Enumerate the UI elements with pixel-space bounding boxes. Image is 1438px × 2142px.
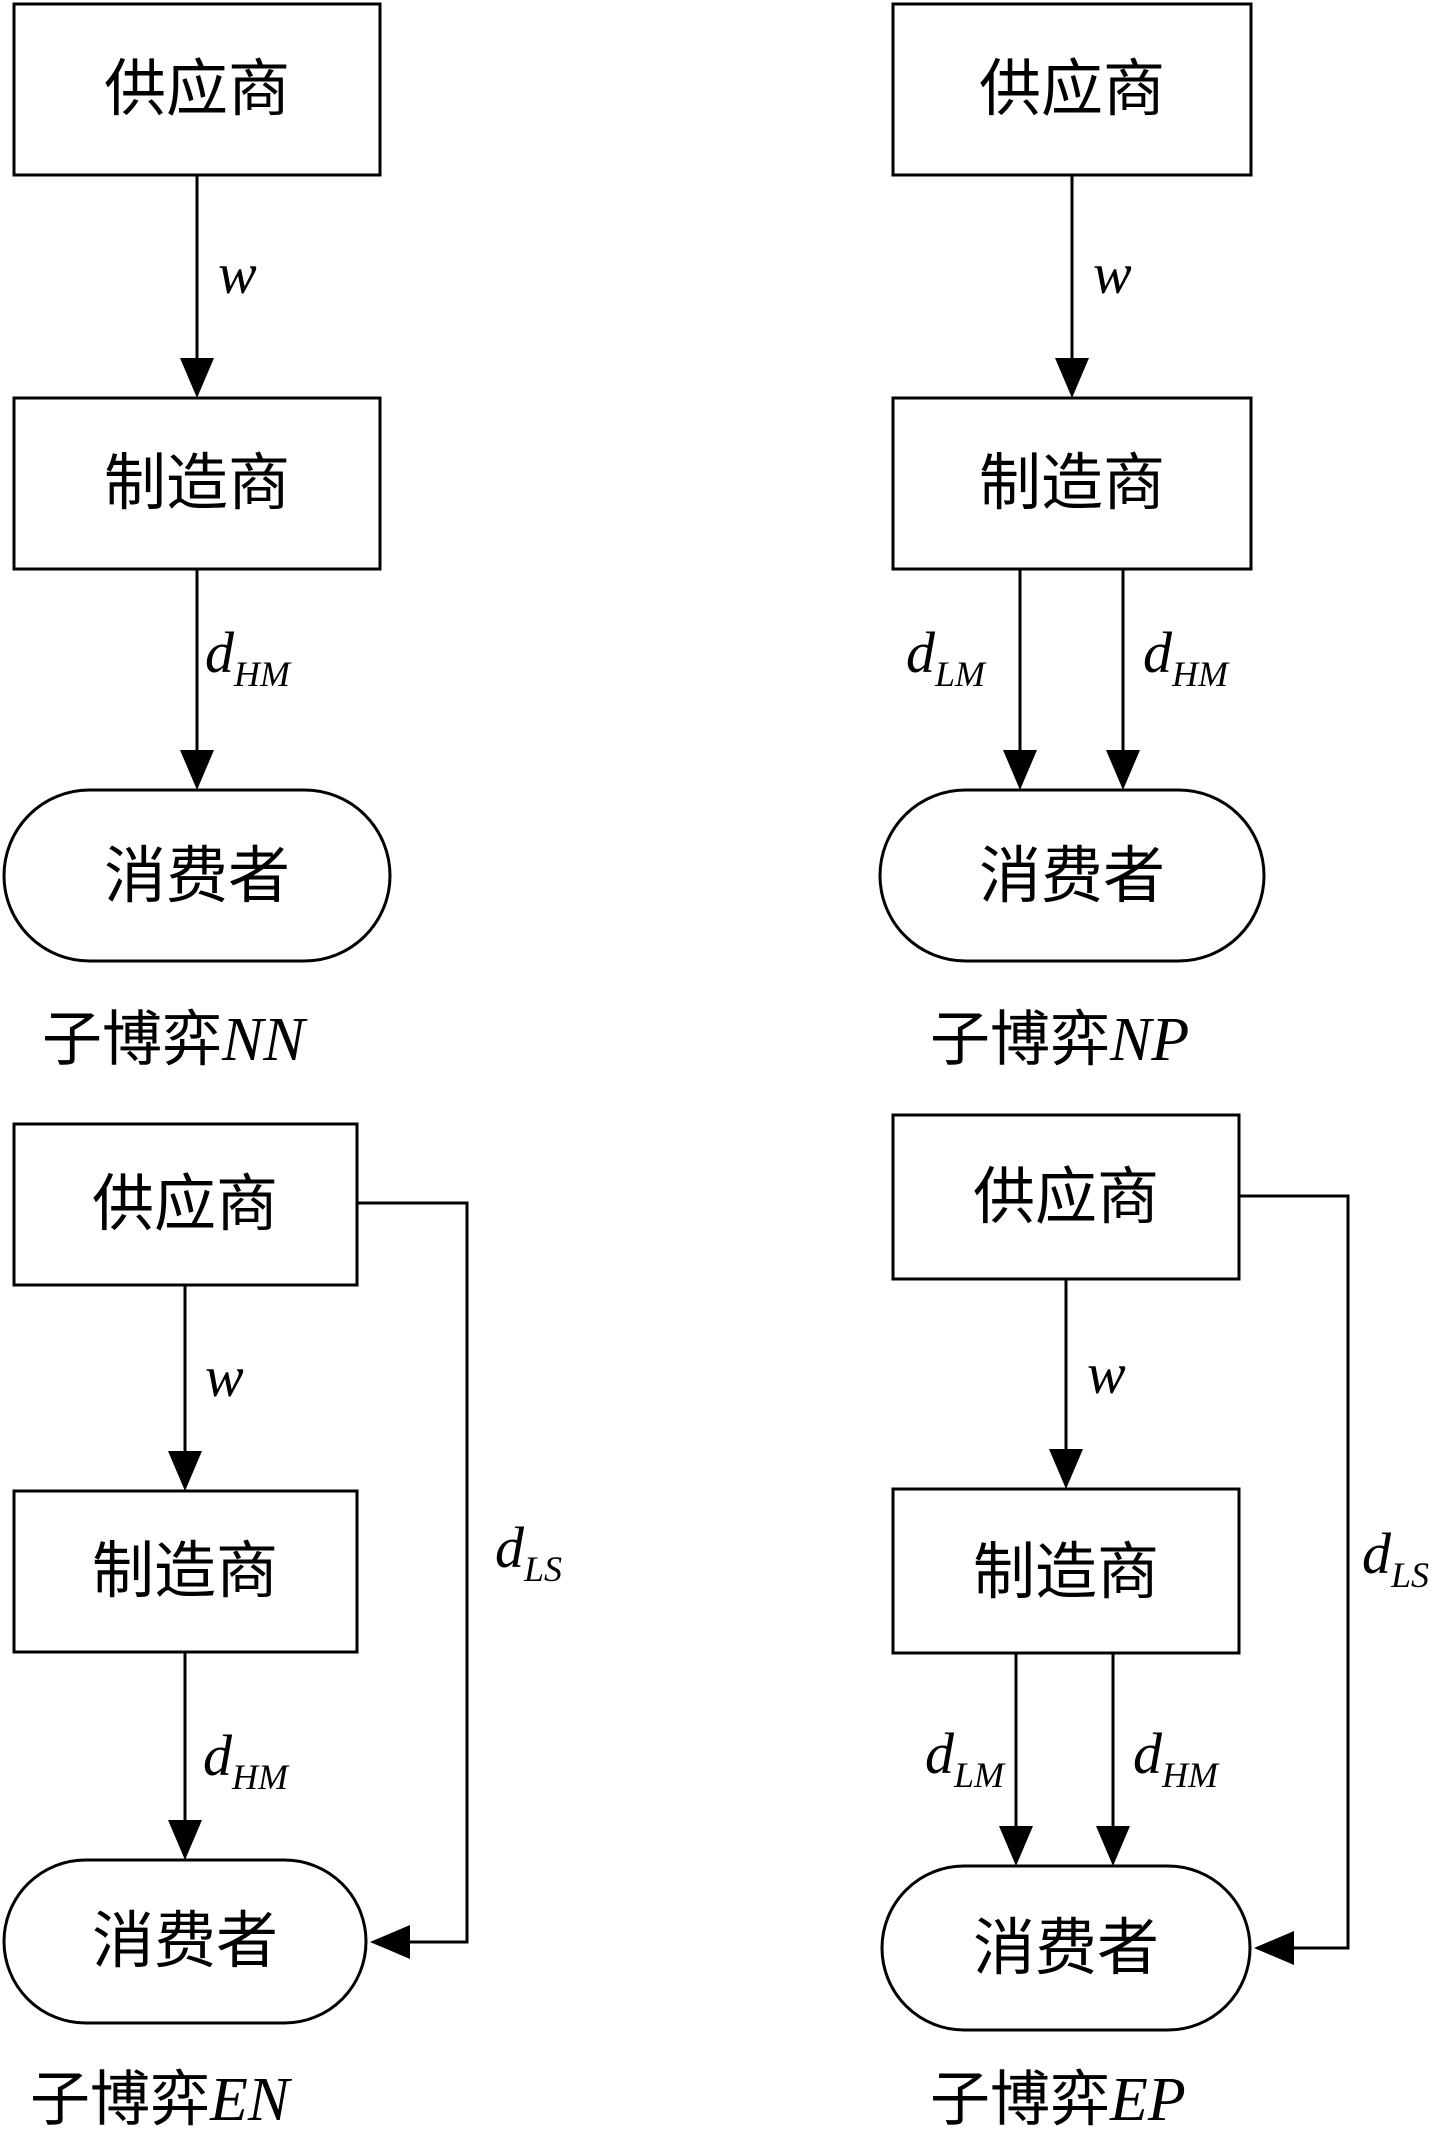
arrowhead (1055, 358, 1089, 398)
edge-label-w: w (218, 241, 257, 306)
panel-ep: 供应商 w 制造商 dLM dHM 消费者 dLS 子博弈EP (880, 1113, 1429, 2135)
edge-label-d-hm: dHM (1133, 1721, 1220, 1795)
arrowhead (1049, 1449, 1083, 1489)
supplier-label: 供应商 (92, 1167, 278, 1240)
arrowhead (168, 1820, 202, 1860)
manufacturer-label: 制造商 (92, 1534, 278, 1607)
supplier-label: 供应商 (979, 52, 1165, 125)
panel-nn: 供应商 w 制造商 dHM 消费者 子博弈NN (2, 2, 392, 1075)
supplier-box (891, 2, 1253, 177)
edge-label-d-lm: dLM (925, 1721, 1006, 1795)
edge-label-w: w (1087, 1341, 1126, 1406)
edge-d-ls (1239, 1194, 1350, 1950)
edge-label-d-hm: dHM (203, 1723, 290, 1797)
arrowhead (1254, 1931, 1294, 1965)
panel-np: 供应商 w 制造商 dLM dHM 消费者 子博弈NP (878, 2, 1266, 1075)
manufacturer-label: 制造商 (104, 446, 290, 519)
edge-label-w: w (1093, 241, 1132, 306)
panel-en: 供应商 w 制造商 dHM 消费者 dLS 子博弈EN (2, 1122, 562, 2135)
supplier-label: 供应商 (104, 52, 290, 125)
caption-ep: 子博弈EP (930, 2065, 1186, 2135)
edge-d-ls (357, 1201, 469, 1944)
manufacturer-label: 制造商 (973, 1535, 1159, 1608)
consumer-label: 消费者 (104, 839, 290, 912)
consumer-node (2, 1858, 368, 2025)
edge-label-d-ls: dLS (1362, 1521, 1429, 1595)
manufacturer-box (12, 396, 382, 571)
arrowhead (370, 1925, 410, 1959)
supplier-box (891, 1113, 1241, 1281)
arrowhead (999, 1826, 1033, 1866)
caption-nn: 子博弈NN (42, 1005, 308, 1075)
manufacturer-box (891, 1487, 1241, 1655)
edge-label-d-ls: dLS (495, 1515, 562, 1589)
consumer-label: 消费者 (979, 839, 1165, 912)
arrowhead (180, 750, 214, 790)
consumer-label: 消费者 (973, 1911, 1159, 1984)
manufacturer-label: 制造商 (979, 446, 1165, 519)
edge-label-d-hm: dHM (205, 620, 292, 694)
supplier-box (12, 2, 382, 177)
edge-label-d-hm: dHM (1143, 620, 1230, 694)
edge-label-d-lm: dLM (906, 620, 987, 694)
consumer-node (878, 788, 1266, 963)
supplier-label: 供应商 (973, 1160, 1159, 1233)
caption-en: 子博弈EN (30, 2065, 293, 2135)
consumer-node (880, 1864, 1252, 2032)
caption-np: 子博弈NP (930, 1005, 1189, 1075)
arrowhead (1003, 750, 1037, 790)
arrowhead (1106, 750, 1140, 790)
supplier-box (12, 1122, 359, 1287)
arrowhead (180, 358, 214, 398)
consumer-label: 消费者 (92, 1904, 278, 1977)
arrowhead (1096, 1826, 1130, 1866)
consumer-node (2, 788, 392, 963)
manufacturer-box (891, 396, 1253, 571)
arrowhead (168, 1451, 202, 1491)
edge-label-w: w (205, 1344, 244, 1409)
